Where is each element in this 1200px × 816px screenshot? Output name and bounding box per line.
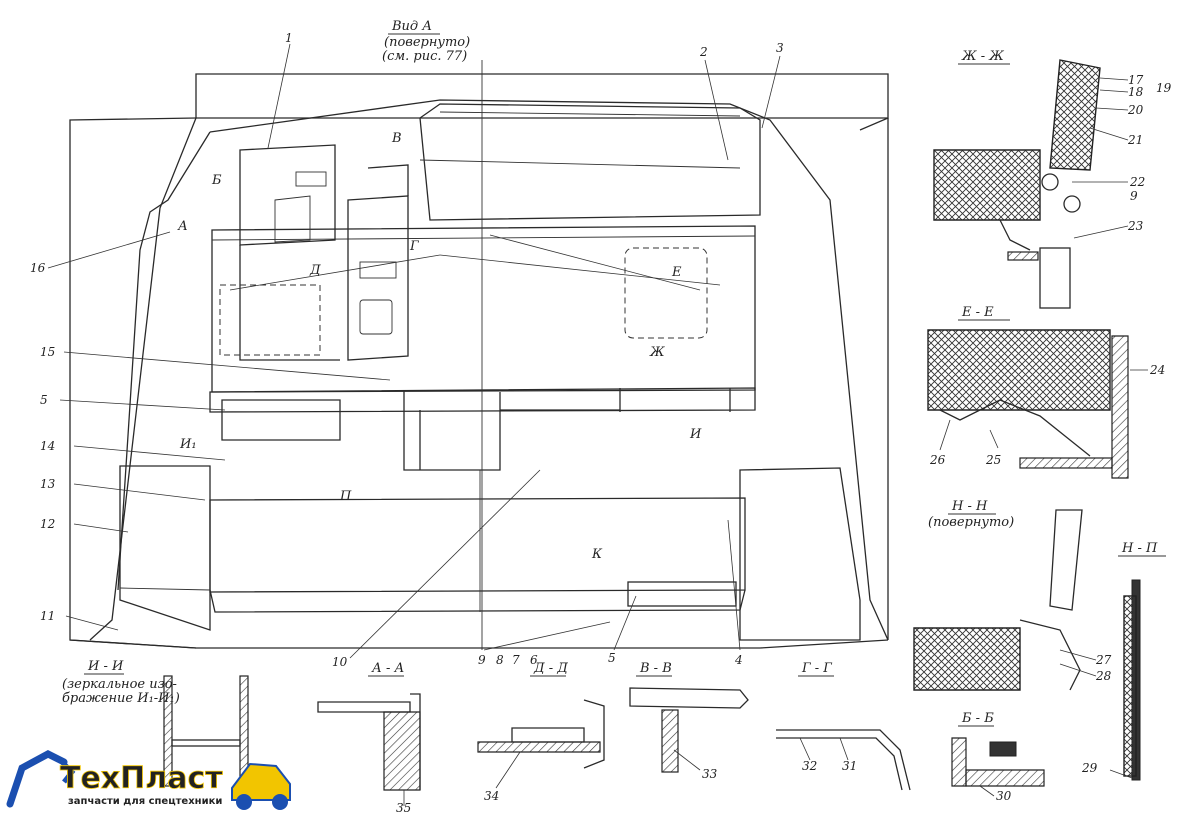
section-bb-title: Б - Б bbox=[961, 711, 994, 726]
callout-33: 33 bbox=[702, 767, 718, 781]
callout-3: 3 bbox=[776, 41, 784, 55]
section-ii-title: И - И bbox=[87, 659, 124, 674]
section-gg-title: Г - Г bbox=[801, 661, 832, 676]
marker-b: Б bbox=[211, 173, 222, 188]
section-g-g: Г - Г 32 31 bbox=[776, 661, 911, 791]
callout-12: 12 bbox=[40, 517, 55, 531]
callout-18: 18 bbox=[1128, 85, 1144, 99]
section-ii-sub1: (зеркальное изо- bbox=[62, 677, 177, 692]
section-b-b: Б - Б 30 bbox=[951, 711, 1045, 803]
callout-8: 8 bbox=[496, 653, 504, 667]
callout-22: 22 bbox=[1129, 175, 1145, 189]
main-view: Вид А (повернуто) (см. рис. 77) bbox=[30, 19, 889, 669]
marker-i: И bbox=[689, 427, 702, 442]
view-title: Вид А bbox=[391, 19, 432, 34]
section-e-e: Е - Е 24 25 26 bbox=[927, 305, 1165, 479]
callout-14: 14 bbox=[40, 439, 55, 453]
callout-13: 13 bbox=[40, 477, 56, 491]
marker-p: П bbox=[339, 489, 352, 504]
callout-17: 17 bbox=[1128, 73, 1144, 87]
excavator-arm-icon bbox=[6, 750, 76, 808]
marker-e: Е bbox=[671, 265, 682, 280]
section-zh-zh: Ж - Ж 17 18 19 20 21 22 9 23 bbox=[933, 49, 1172, 309]
marker-i1: И₁ bbox=[179, 437, 197, 452]
logo-brand: ТехПласт bbox=[60, 761, 223, 796]
callout-6: 6 bbox=[530, 653, 538, 667]
section-i-i: И - И (зеркальное изо- бражение И₁-И₁) bbox=[62, 659, 249, 787]
section-n-n: Н - Н (повернуто) 27 28 bbox=[913, 499, 1112, 691]
section-ii-sub2: бражение И₁-И₁) bbox=[62, 691, 180, 706]
callout-32: 32 bbox=[802, 759, 817, 773]
callout-21: 21 bbox=[1127, 133, 1143, 147]
view-ref: (см. рис. 77) bbox=[382, 49, 467, 64]
callout-1: 1 bbox=[285, 31, 293, 45]
callout-15: 15 bbox=[40, 345, 55, 359]
callout-2: 2 bbox=[699, 45, 708, 59]
section-v-v: В - В 33 bbox=[629, 661, 749, 781]
callout-29: 29 bbox=[1081, 761, 1098, 775]
section-e-title: Е - Е bbox=[961, 305, 994, 320]
callout-16: 16 bbox=[30, 261, 46, 275]
callout-11: 11 bbox=[40, 609, 55, 623]
section-zh-title: Ж - Ж bbox=[961, 49, 1004, 64]
callout-31: 31 bbox=[842, 759, 857, 773]
logo-tagline: запчасти для спецтехники bbox=[68, 796, 222, 807]
callout-9b: 9 bbox=[1130, 189, 1138, 203]
callout-20: 20 bbox=[1127, 103, 1144, 117]
section-n-subtitle: (повернуто) bbox=[928, 515, 1014, 530]
callout-7: 7 bbox=[512, 653, 520, 667]
view-subtitle: (повернуто) bbox=[384, 35, 470, 50]
callout-28: 28 bbox=[1095, 669, 1112, 683]
callout-35: 35 bbox=[396, 801, 411, 815]
section-dd-title: Д - Д bbox=[533, 661, 568, 676]
callout-34: 34 bbox=[484, 789, 499, 803]
marker-g: Г bbox=[409, 239, 419, 254]
marker-v: В bbox=[391, 131, 402, 146]
callout-26: 26 bbox=[929, 453, 946, 467]
callout-27: 27 bbox=[1095, 653, 1112, 667]
marker-d: Д bbox=[309, 263, 321, 278]
callout-10: 10 bbox=[332, 655, 348, 669]
section-n-p: Н - П 29 bbox=[1081, 541, 1166, 781]
section-n-title: Н - Н bbox=[951, 499, 988, 514]
callout-19: 19 bbox=[1156, 81, 1172, 95]
section-a-a: А - А 35 bbox=[317, 661, 421, 815]
section-vv-title: В - В bbox=[639, 661, 672, 676]
callout-9: 9 bbox=[478, 653, 486, 667]
callout-30: 30 bbox=[996, 789, 1012, 803]
section-d-d: Д - Д 34 bbox=[477, 661, 605, 803]
marker-zh-label: Ж bbox=[649, 345, 665, 360]
section-np-title: Н - П bbox=[1121, 541, 1158, 556]
callout-24: 24 bbox=[1149, 363, 1165, 377]
wheel-loader-icon bbox=[231, 762, 291, 810]
callout-25: 25 bbox=[985, 453, 1001, 467]
marker-a: А bbox=[177, 219, 188, 234]
callout-4: 4 bbox=[734, 653, 743, 667]
marker-k: К bbox=[591, 547, 603, 562]
callout-5: 5 bbox=[608, 651, 616, 665]
callout-5b: 5 bbox=[40, 393, 48, 407]
section-aa-title: А - А bbox=[371, 661, 404, 676]
techplast-logo: ТехПласт запчасти для спецтехники bbox=[6, 750, 291, 810]
callout-23: 23 bbox=[1127, 219, 1144, 233]
